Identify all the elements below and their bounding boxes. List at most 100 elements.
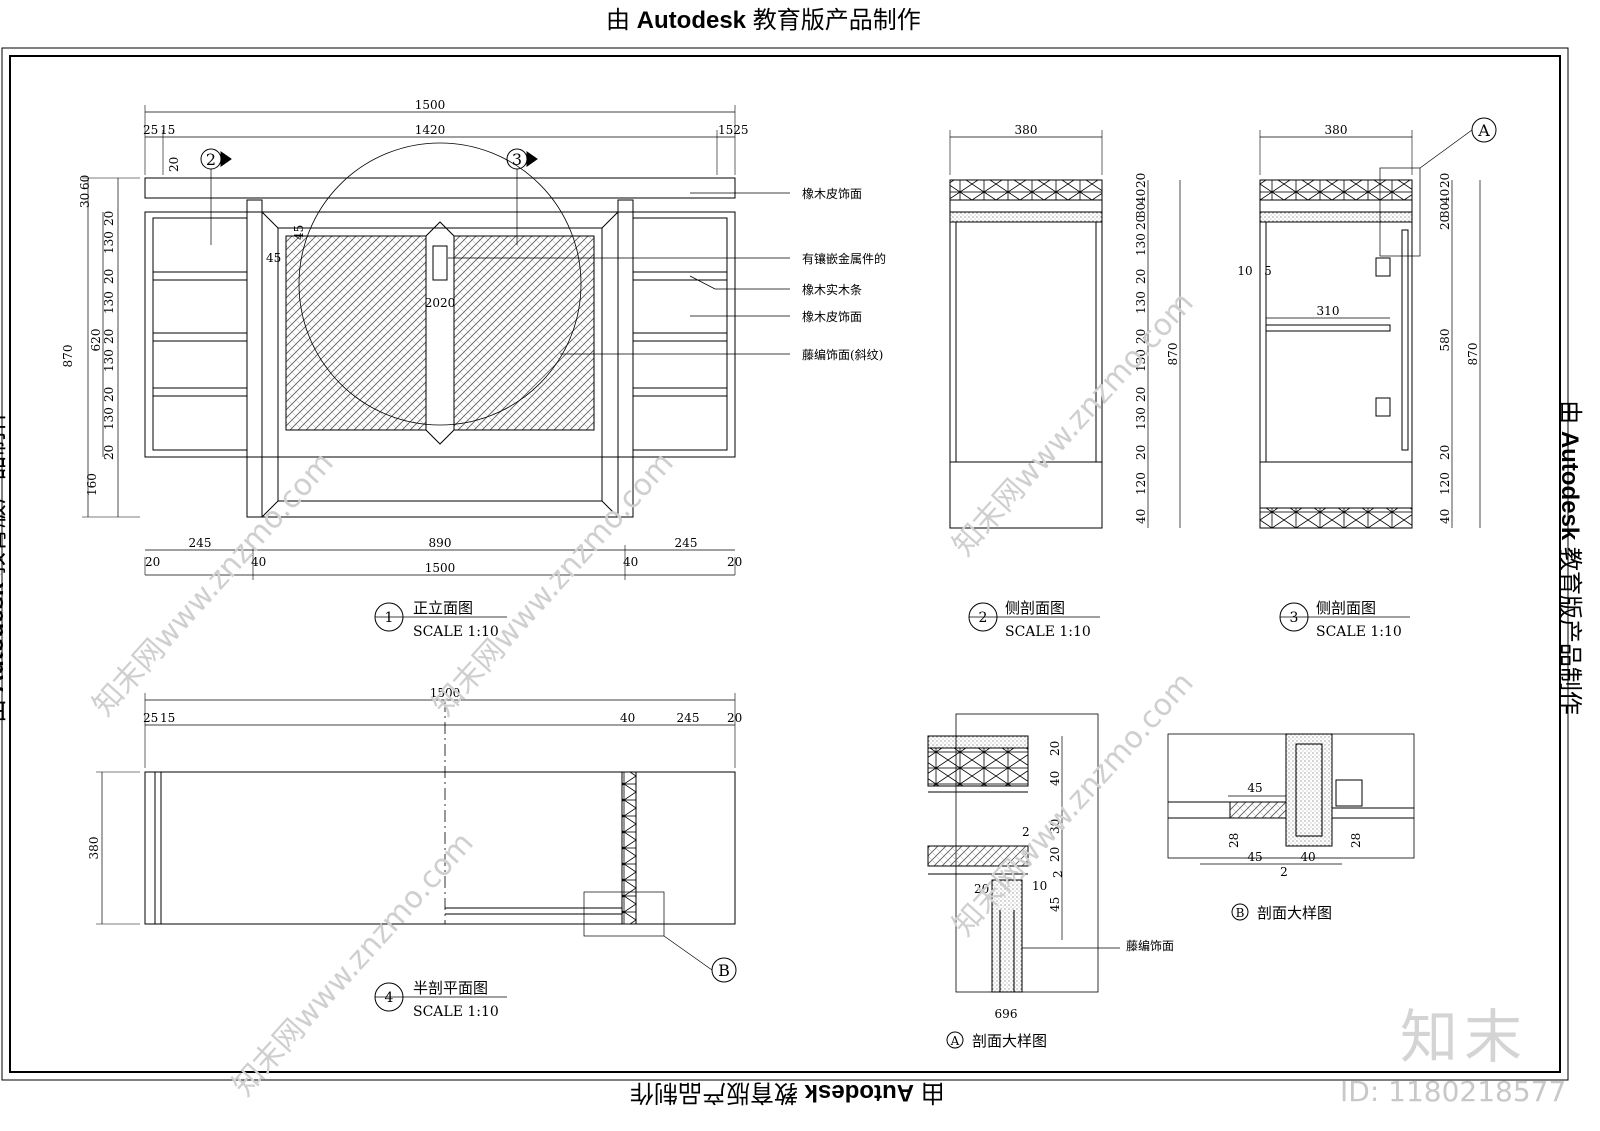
plan-dim-25: 25 [143,711,158,725]
front-dim-20-top: 20 [167,157,181,172]
front-dim-bottom-edge-r: 20 [727,555,742,569]
front-chain-4: 20 [102,269,116,284]
front-title: 正立面图 [413,599,473,617]
front-title-num: 1 [385,610,394,626]
side2-chain-9: 20 [1134,387,1148,402]
side3-dim-inner: 310 [1317,304,1340,318]
side2-chain-4: 130 [1134,233,1148,256]
front-dim-top-left-b: 15 [160,123,175,137]
callout-b-label: B [718,961,730,980]
front-chain-8: 20 [102,387,116,402]
plan-title: 半剖平面图 [413,979,488,997]
detail-a-chain-0: 20 [1048,741,1062,756]
plan-dim-15: 15 [160,711,175,725]
side3-dim-chain: 20 40 30 20 20 120 40 [1438,173,1452,524]
side3-dim-total: 870 [1466,343,1480,366]
side2-chain-11: 20 [1134,445,1148,460]
front-chain-7: 130 [102,349,116,372]
side3-dim-width: 380 [1325,123,1348,137]
front-dim-height-body: 620 [89,329,103,352]
side2-chain-12: 120 [1134,472,1148,495]
side3-chain-4: 20 [1438,445,1452,460]
side3-title-num: 3 [1290,610,1299,626]
plan-dim-245: 245 [677,711,700,725]
detail-a-leader: 藤编饰面 [1126,938,1174,953]
stamp-top-suffix: 教育版产品制作 [752,7,921,34]
front-dim-bottom-mid: 890 [429,536,452,550]
stamp-top: 由 Autodesk 教育版产品制作 [606,0,921,35]
front-dim-45b: 45 [292,225,306,240]
plan-dim-depth: 380 [87,837,101,860]
callout-a-label: A [1477,121,1490,140]
leader-5: 藤编饰面(斜纹) [802,347,883,362]
detail-b-dim-45-bottom: 45 [1247,850,1262,864]
leader-1: 橡木皮饰面 [802,187,862,201]
front-chain-10: 20 [102,445,116,460]
detail-a-chain-1: 40 [1048,771,1062,786]
front-scale: SCALE 1:10 [413,624,499,640]
detail-b-title-letter: B [1236,906,1245,920]
plan-section-4 [96,693,737,1012]
front-dim-bottom-post-l: 40 [251,555,266,569]
side3-chain-0: 20 [1438,173,1452,188]
sheet-border-inner [9,55,1561,1073]
side3-dim-5: 5 [1264,264,1272,278]
detail-b-dim-28-l: 28 [1227,833,1241,848]
callout-2-label: 2 [206,150,216,169]
id-text: ID: 1180218577 [1340,1075,1567,1108]
front-dim-bottom-total: 1500 [425,561,456,575]
front-chain-9: 130 [102,407,116,430]
side2-chain-3: 20 [1134,215,1148,230]
front-dim-height-total: 870 [61,345,75,368]
side2-dim-chain: 20 40 30 20 130 20 130 20 130 20 130 20 … [1134,173,1148,524]
detail-a-dim-chain: 20 40 2 30 20 2 45 [1022,741,1065,912]
side2-chain-13: 40 [1134,509,1148,524]
detail-b-title: 剖面大样图 [1257,904,1332,922]
front-dim-bottom-side-r: 245 [675,536,698,550]
front-dim-bottom-edge-l: 20 [145,555,160,569]
side3-dim-10: 10 [1237,264,1252,278]
plan-title-num: 4 [385,990,394,1006]
detail-b-dim-2: 2 [1280,865,1288,879]
side2-chain-8: 130 [1134,349,1148,372]
detail-a-dim-bottom: 696 [995,1007,1018,1021]
stamp-top-brand: Autodesk [636,7,747,34]
side3-title: 侧剖面图 [1316,599,1376,617]
side3-chain-1: 40 [1438,189,1452,204]
side2-title-num: 2 [979,610,988,626]
detail-b-dim-45-top: 45 [1247,781,1262,795]
front-dim-45a: 45 [266,251,281,265]
detail-a-chain-5: 2 [1051,870,1065,878]
detail-a-dim-20: 20 [974,882,989,896]
stamp-top-prefix: 由 [606,7,630,34]
front-dim-2020: 2020 [425,296,456,310]
front-dim-top-total: 1500 [415,98,446,112]
side2-chain-5: 20 [1134,269,1148,284]
side2-chain-2: 30 [1134,203,1148,218]
detail-a [927,713,1120,1049]
side2-chain-7: 20 [1134,329,1148,344]
sheet-border-outer [1,47,1569,1081]
front-chain-0: 30 [78,193,92,208]
plan-dim-20: 20 [727,711,742,725]
front-dim-bottom-side-l: 245 [189,536,212,550]
front-chain-2: 20 [102,211,116,226]
side2-chain-10: 130 [1134,407,1148,430]
detail-a-chain-6: 45 [1048,897,1062,912]
side3-dim-580: 580 [1438,329,1452,352]
plan-dim-total: 1500 [430,686,461,700]
side2-chain-0: 20 [1134,173,1148,188]
leader-4: 橡木皮饰面 [802,310,862,324]
side-section-2 [949,130,1181,632]
side3-chain-6: 40 [1438,509,1452,524]
front-chain-6: 20 [102,329,116,344]
front-dim-top-left-a: 25 [143,123,158,137]
front-dim-top-inner: 1420 [415,123,446,137]
side2-chain-6: 130 [1134,291,1148,314]
front-chain-1: 60 [78,175,92,190]
side3-chain-3: 20 [1438,215,1452,230]
plan-dim-40: 40 [620,711,635,725]
side3-scale: SCALE 1:10 [1316,624,1402,640]
detail-a-dim-10: 10 [1032,879,1047,893]
